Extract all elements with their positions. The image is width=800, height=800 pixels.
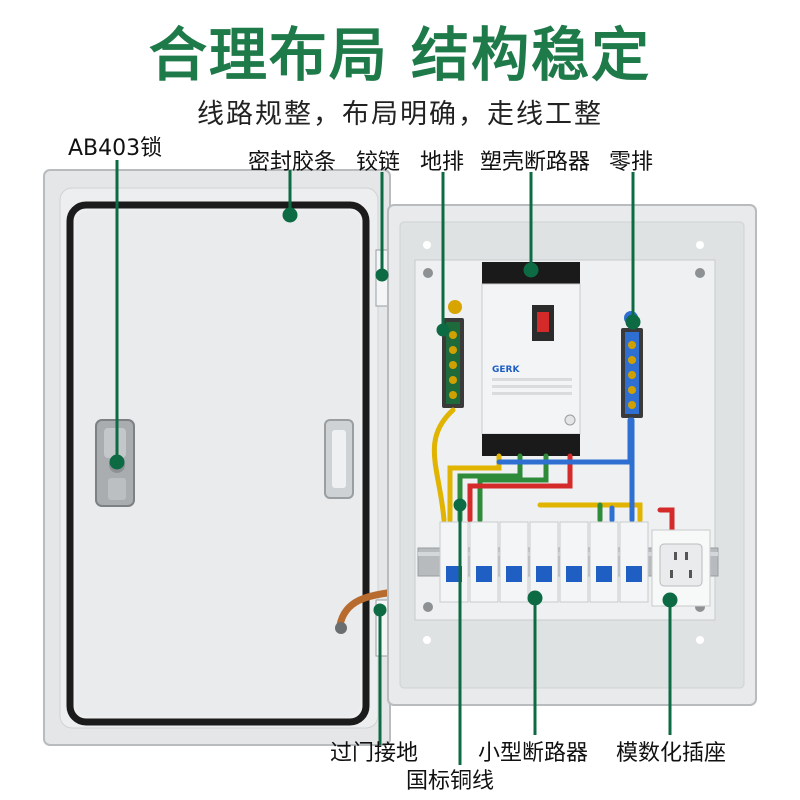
seal-strip xyxy=(66,201,370,726)
label-neutral-bar: 零排 xyxy=(609,150,654,175)
label-socket: 模数化插座 xyxy=(616,741,727,766)
label-mcb: 小型断路器 xyxy=(478,741,589,766)
mcb-breakers xyxy=(439,521,649,603)
mccb-breaker: GERK xyxy=(481,262,581,456)
subheadline: 线路规整，布局明确，走线工整 xyxy=(197,99,603,130)
label-door-ground: 过门接地 xyxy=(330,741,419,766)
headline: 合理布局 结构稳定 xyxy=(148,21,652,89)
handle-icon xyxy=(324,419,354,499)
mccb-brand: GERK xyxy=(492,365,520,375)
cabinet-door xyxy=(43,169,399,746)
leader-lines xyxy=(109,160,678,765)
label-ground-bar: 地排 xyxy=(420,150,465,175)
label-lock: AB403锁 xyxy=(68,136,163,161)
ground-bar xyxy=(442,300,464,408)
wiring xyxy=(431,407,675,538)
label-seal: 密封胶条 xyxy=(248,150,337,175)
ground-symbol-icon xyxy=(448,300,462,314)
label-hinge: 铰链 xyxy=(356,150,401,175)
label-copper-wire: 国标铜线 xyxy=(406,769,495,794)
socket-icon xyxy=(651,529,711,607)
label-mccb: 塑壳断路器 xyxy=(480,150,591,175)
